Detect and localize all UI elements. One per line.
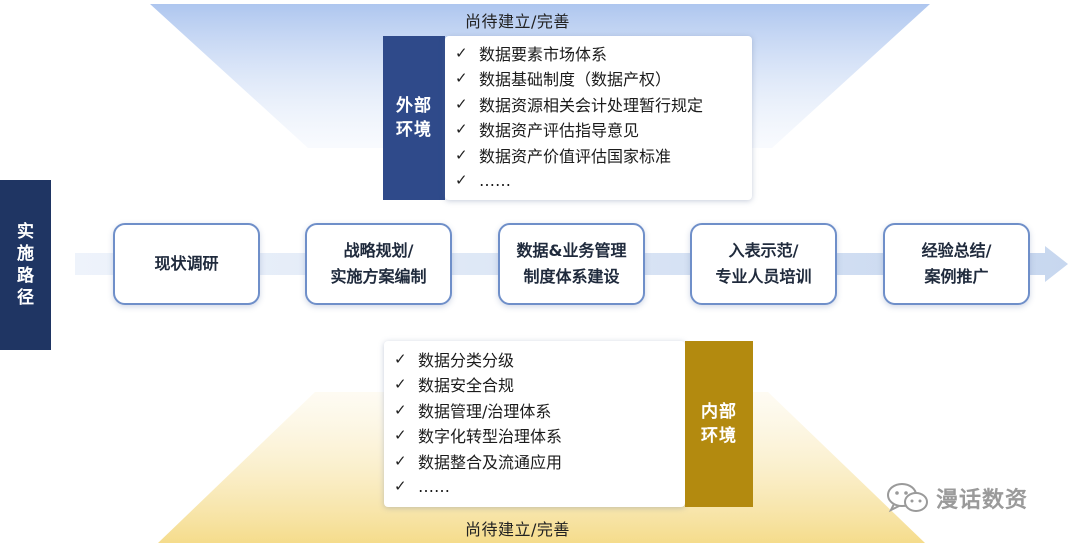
checklist-text: 数字化转型治理体系	[418, 427, 563, 447]
stage-line: 经验总结/	[921, 241, 992, 260]
check-icon: ✓	[455, 145, 468, 164]
checklist-text: 数据资源相关会计处理暂行规定	[479, 95, 704, 115]
external-environment-tag: 外部 环境	[383, 36, 445, 200]
path-label-char: 径	[17, 288, 34, 308]
checklist-item: ✓ 数字化转型治理体系	[394, 423, 685, 449]
stage-line: 专业人员培训	[715, 267, 812, 286]
stage-line: 制度体系建设	[523, 267, 620, 286]
checklist-text: 数据整合及流通应用	[418, 452, 563, 472]
check-icon: ✓	[455, 94, 468, 113]
checklist-text: ……	[479, 170, 511, 190]
checklist-item: ✓ 数据资源相关会计处理暂行规定	[455, 91, 752, 117]
external-tag-line-1: 外部	[396, 96, 432, 116]
stage-line: 数据&业务管理	[516, 241, 627, 260]
checklist-item: ✓ 数据资产价值评估国家标准	[455, 142, 752, 168]
watermark: 漫话数资	[886, 482, 1028, 514]
stage-management-system: 数据&业务管理 制度体系建设	[498, 223, 645, 305]
check-icon: ✓	[455, 120, 468, 139]
checklist-text: 数据安全合规	[418, 376, 515, 396]
internal-checklist: ✓ 数据分类分级 ✓ 数据安全合规 ✓ 数据管理/治理体系 ✓ 数字化转型治理体系 ✓ 数…	[384, 341, 685, 507]
checklist-text: 数据资产价值评估国家标准	[479, 146, 672, 166]
stage-strategy-planning: 战略规划/ 实施方案编制	[305, 223, 452, 305]
check-icon: ✓	[455, 171, 468, 190]
internal-environment-tag: 内部 环境	[685, 341, 753, 507]
watermark-text: 漫话数资	[936, 488, 1029, 513]
check-icon: ✓	[394, 400, 407, 419]
check-icon: ✓	[394, 477, 407, 496]
checklist-item: ✓ 数据基础制度（数据产权）	[455, 66, 752, 92]
wechat-icon	[887, 483, 928, 513]
bottom-status-text: 尚待建立/完善	[465, 520, 570, 539]
checklist-text: 数据分类分级	[418, 350, 515, 370]
check-icon: ✓	[394, 375, 407, 394]
checklist-item: ✓ 数据分类分级	[394, 346, 685, 372]
external-checklist: ✓数据要素市场体系 ✓数据基础制度（数据产权） ✓数据资源相关会计处理暂行规定 …	[445, 36, 752, 200]
check-icon: ✓	[394, 451, 407, 470]
checklist-text: 数据资产评估指导意见	[479, 121, 640, 141]
internal-tag-line-1: 内部	[701, 402, 737, 422]
checklist-text: 数据要素市场体系	[479, 44, 608, 64]
checklist-text: 数据基础制度（数据产权）	[479, 70, 672, 90]
checklist-item: ✓ 数据安全合规	[394, 372, 685, 398]
checklist-text: ……	[418, 476, 450, 496]
stage-line: 入表示范/	[728, 241, 799, 260]
check-icon: ✓	[394, 349, 407, 368]
checklist-text: 数据管理/治理体系	[418, 401, 552, 421]
external-tag-line-2: 环境	[396, 120, 432, 140]
implementation-path-label: 实 施 路 径	[0, 180, 51, 350]
stage-line: 实施方案编制	[330, 267, 427, 286]
stage-line: 案例推广	[924, 267, 989, 286]
stage-line: 战略规划/	[343, 241, 414, 260]
stage-summary-promotion: 经验总结/ 案例推广	[883, 223, 1030, 305]
stage-demonstration-training: 入表示范/ 专业人员培训	[690, 223, 837, 305]
top-status-text: 尚待建立/完善	[465, 12, 570, 31]
check-icon: ✓	[455, 69, 468, 88]
stage-line: 现状调研	[154, 254, 219, 273]
internal-tag-line-2: 环境	[701, 426, 737, 446]
checklist-item: ✓ 数据管理/治理体系	[394, 397, 685, 423]
checklist-item: ✓ 数据要素市场体系	[455, 40, 752, 66]
path-label-char: 路	[17, 266, 34, 286]
checklist-item: ✓ 数据整合及流通应用	[394, 448, 685, 474]
stage-research: 现状调研	[113, 223, 260, 305]
check-icon: ✓	[394, 426, 407, 445]
check-icon: ✓	[455, 43, 468, 62]
checklist-item: ✓ ……	[394, 474, 685, 500]
path-label-char: 实	[17, 222, 34, 242]
checklist-item: ✓ 数据资产评估指导意见	[455, 117, 752, 143]
path-label-char: 施	[17, 244, 34, 264]
checklist-item: ✓ ……	[455, 168, 752, 194]
